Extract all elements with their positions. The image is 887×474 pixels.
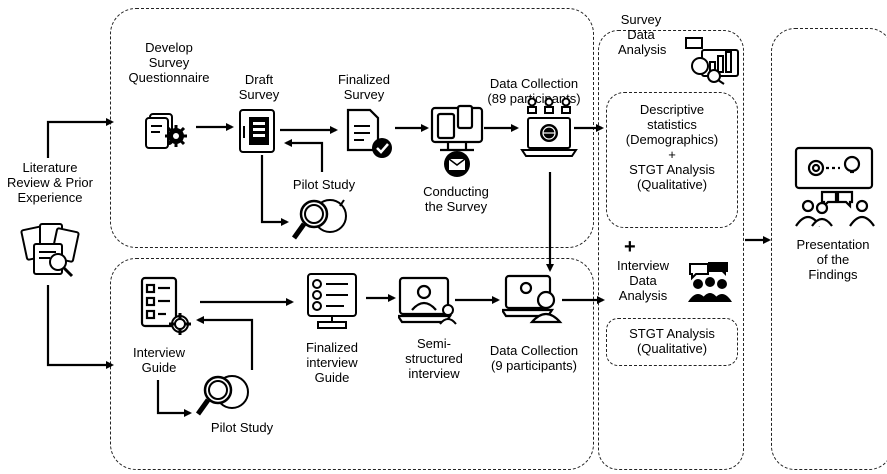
laptop-network-icon (520, 97, 578, 157)
document-gear-icon (145, 113, 187, 149)
analysis-phase-box (598, 30, 744, 470)
presentation-icon (794, 146, 875, 227)
draft-document-icon (239, 109, 275, 153)
stgt-analysis-label: STGT Analysis(Qualitative) (629, 326, 715, 356)
group-discussion-icon (688, 262, 732, 302)
interview-pilot-magnifier-icon (195, 375, 249, 416)
descriptive-stats-label: Descriptive statistics (Demographics) + … (625, 102, 719, 192)
video-interview-icon (398, 276, 457, 325)
computer-mail-icon (430, 104, 484, 177)
laptop-user-icon (502, 274, 563, 324)
documents-magnifier-icon (20, 223, 80, 278)
pilot-magnifier-icon (291, 199, 347, 240)
interview-pilot-study-label: Pilot Study (210, 420, 274, 435)
descriptive-stats-box (606, 92, 738, 228)
stgt-analysis-box (606, 318, 738, 366)
analytics-chart-icon (685, 37, 739, 85)
finalized-guide-icon (307, 273, 357, 329)
plus-sign: + (624, 236, 636, 258)
survey-pilot-study-label: Pilot Study (292, 177, 356, 192)
checklist-gear-icon (140, 276, 191, 335)
presentation-box (771, 28, 887, 470)
interview-data-collection-label: Data Collection(9 participants) (489, 343, 579, 373)
document-check-icon (346, 108, 392, 158)
